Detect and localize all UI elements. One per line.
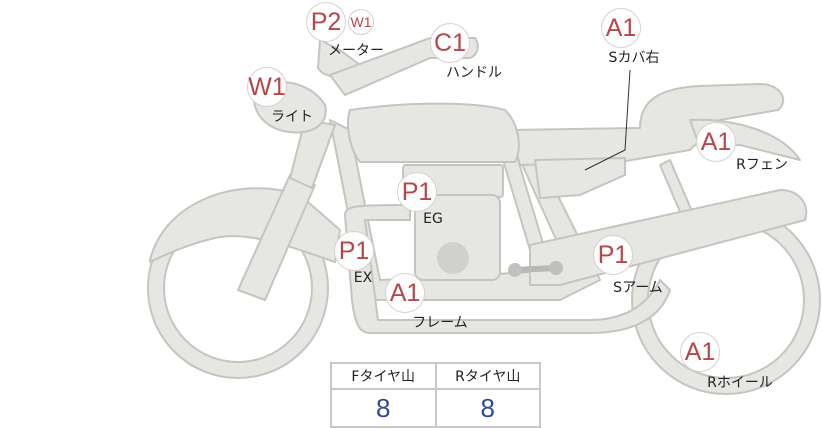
side-cover-label: Sカバ右 — [608, 50, 660, 66]
rear-tire-header: Rタイヤ山 — [434, 362, 541, 390]
rear-wheel-badge[interactable]: A1 — [680, 332, 720, 372]
exhaust-pipe — [344, 204, 671, 334]
meter-label: メーター — [328, 43, 384, 59]
meter-badge[interactable]: P2 — [306, 2, 346, 42]
rear-fender-label: Rフェン — [736, 157, 788, 173]
frame-label: フレーム — [412, 315, 468, 331]
tire-tread-table: Fタイヤ山 Rタイヤ山 8 8 — [330, 362, 541, 428]
swingarm-label: Sアーム — [613, 280, 663, 296]
rear-wheel-label: Rホイール — [707, 375, 773, 391]
seat — [509, 83, 785, 166]
light-label: ライト — [271, 109, 313, 125]
frame-badge[interactable]: A1 — [385, 273, 425, 313]
exhaust-badge[interactable]: P1 — [334, 231, 374, 271]
exhaust-label: EX — [353, 270, 373, 286]
front-tire-header: Fタイヤ山 — [330, 362, 437, 390]
side-cover-badge[interactable]: A1 — [601, 8, 641, 48]
front-fender — [149, 187, 341, 263]
leader-line — [584, 69, 631, 171]
front-tire-value: 8 — [330, 388, 437, 428]
meter-sub-badge[interactable]: W1 — [348, 9, 374, 35]
tank — [347, 102, 520, 163]
rear-tire-value: 8 — [434, 388, 541, 428]
engine-label: EG — [423, 211, 443, 227]
light-badge[interactable]: W1 — [247, 67, 287, 107]
side-cover — [534, 157, 626, 199]
handle-badge[interactable]: C1 — [430, 23, 470, 63]
handle-label: ハンドル — [446, 65, 502, 81]
swingarm — [529, 189, 808, 286]
swingarm-badge[interactable]: P1 — [593, 235, 633, 275]
rear-fender-badge[interactable]: A1 — [696, 122, 736, 162]
engine-badge[interactable]: P1 — [397, 172, 437, 212]
